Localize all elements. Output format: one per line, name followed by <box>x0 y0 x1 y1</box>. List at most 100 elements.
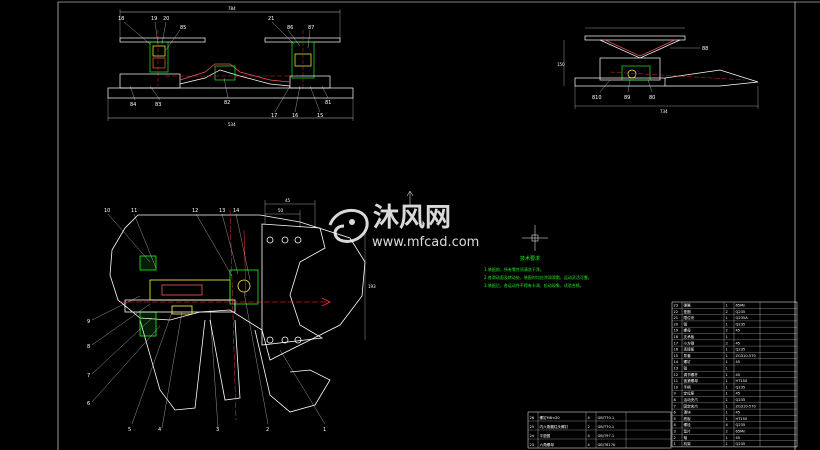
parts-cell: 45 <box>736 392 741 396</box>
parts-cell: 45 <box>736 329 741 333</box>
mfcad-logo-icon <box>328 208 369 243</box>
top-label-18: 18 <box>118 16 124 22</box>
side-dim-height: 150 <box>557 62 565 67</box>
parts-cell: 45 <box>736 341 741 345</box>
parts-cell: Q235 <box>736 310 746 314</box>
parts-cell: 2 <box>726 310 728 314</box>
parts-cell: 1 <box>726 398 728 402</box>
top-label-19: 19 <box>151 16 157 22</box>
side-dim-length: 734 <box>660 109 668 114</box>
drawing-frame <box>57 1 820 450</box>
parts-cell: 16 <box>674 348 679 352</box>
parts-cell: 65Mn <box>736 430 746 434</box>
watermark-brand: 沐风网 <box>373 203 451 233</box>
parts-cell: 1 <box>726 442 728 446</box>
parts-cell: 1 <box>726 417 728 421</box>
technical-notes: 技术要求 1.装配前，所有零件须清洗干净。 2.各滑动面及转动处，装配时均应涂润… <box>484 255 592 288</box>
side-view-label-group: 88 810 89 80 150 734 <box>557 46 708 114</box>
top-dim-base: 534 <box>228 122 236 127</box>
top-label-86: 86 <box>287 25 293 31</box>
parts-cell: 底板 <box>684 416 692 421</box>
side-label-810: 810 <box>592 95 602 101</box>
main-label-5: 5 <box>128 427 131 433</box>
top-label-87: 87 <box>308 25 314 31</box>
parts-cell: Q235 <box>736 423 746 427</box>
parts-cell: Q235 <box>736 322 746 326</box>
main-view-label-group: 10 11 12 13 14 9 8 7 6 5 4 3 2 1 45 50 1… <box>87 198 376 433</box>
parts-cell: 22 <box>674 310 679 314</box>
parts-cell: 销 <box>684 321 688 326</box>
parts-cell: 垫片 <box>684 429 692 434</box>
main-label-14: 14 <box>233 208 239 214</box>
parts-cell: 螺母 <box>684 328 692 333</box>
watermark-url: www.mfcad.com <box>372 235 479 250</box>
parts-cell: 支承板 <box>684 334 695 339</box>
parts-cell: 17 <box>674 341 679 345</box>
std-cell: GB/T70.1 <box>598 416 615 420</box>
parts-cell: 6 <box>674 411 677 415</box>
parts-cell: 15 <box>674 354 679 358</box>
parts-cell: 65Mn <box>736 304 746 308</box>
parts-cell: 螺钉 <box>684 359 692 364</box>
top-label-21: 21 <box>268 16 274 22</box>
std-cell: 平垫圈 <box>540 433 551 438</box>
std-cell: GB/T97.1 <box>598 434 615 438</box>
main-view <box>109 209 366 421</box>
parts-cell: 导套 <box>684 353 692 358</box>
parts-cell: 1 <box>726 360 728 364</box>
parts-cell: 45 <box>736 436 741 440</box>
parts-cell: 2 <box>726 341 728 345</box>
main-label-6: 6 <box>87 401 90 407</box>
main-label-8: 8 <box>87 344 90 350</box>
main-label-1: 1 <box>323 427 326 433</box>
parts-cell: ZG310-570 <box>736 404 757 408</box>
std-cell: 25 <box>530 425 535 429</box>
std-cell: 六角螺母 <box>540 442 555 447</box>
parts-cell: 锁紧螺母 <box>684 378 699 383</box>
parts-cell: 滑块 <box>684 410 692 415</box>
parts-cell: 4 <box>674 423 677 427</box>
parts-cell: 19 <box>674 329 679 333</box>
parts-cell: 1 <box>726 354 728 358</box>
main-dim-inner: 50 <box>278 208 284 213</box>
notes-line-3: 3.装配后，各运动件不得有卡滞、松动现象，试验合格。 <box>484 282 584 288</box>
top-label-81: 81 <box>325 100 331 106</box>
parts-cell: 1 <box>726 304 728 308</box>
parts-cell: 限位块 <box>684 315 695 320</box>
parts-cell: 7 <box>674 404 676 408</box>
main-label-13: 13 <box>219 208 225 214</box>
notes-title: 技术要求 <box>520 255 540 262</box>
top-label-82: 82 <box>224 100 230 106</box>
parts-cell: 1 <box>726 373 728 377</box>
parts-cell: 2 <box>726 329 728 333</box>
parts-cell: 12 <box>674 373 679 377</box>
parts-cell: 23 <box>674 304 679 308</box>
std-cell: 螺钉M6×20 <box>540 415 561 420</box>
top-view-leaders <box>123 21 329 113</box>
parts-cell: 机架 <box>684 441 692 446</box>
parts-cell: 21 <box>674 316 679 320</box>
top-label-16: 16 <box>292 113 298 119</box>
parts-cell: 定位座 <box>684 391 695 396</box>
parts-cell: 弹簧 <box>684 303 692 308</box>
std-cell: 24 <box>530 434 535 438</box>
parts-cell: 1 <box>726 411 728 415</box>
mfcad-watermark: 沐风网 www.mfcad.com <box>328 203 479 250</box>
parts-cell: 11 <box>674 379 679 383</box>
parts-cell: 9 <box>674 392 677 396</box>
top-label-83: 83 <box>155 102 161 108</box>
side-label-88: 88 <box>702 46 708 52</box>
top-dim-width: 784 <box>228 6 236 11</box>
parts-cell: 1 <box>726 385 728 389</box>
top-view <box>107 9 354 121</box>
std-cell: 23 <box>530 443 535 447</box>
parts-cell: 销 <box>684 366 688 371</box>
main-label-10: 10 <box>104 208 110 214</box>
std-cell: GB/T6170 <box>598 443 617 447</box>
main-label-12: 12 <box>192 208 198 214</box>
parts-cell: 1 <box>726 436 728 440</box>
parts-cell: 固定夹爪 <box>684 403 699 408</box>
parts-cell: 8 <box>674 398 677 402</box>
